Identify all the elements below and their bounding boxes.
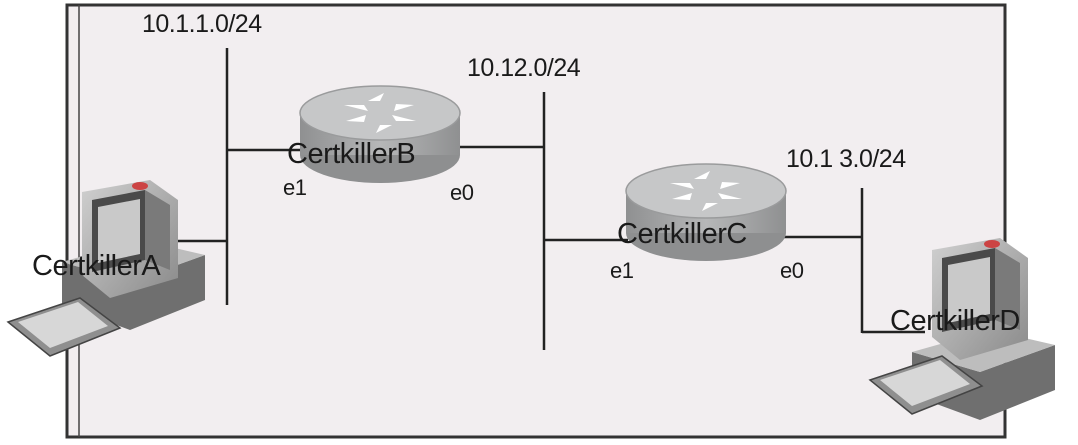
network-label-d: 10.1 3.0/24 — [786, 145, 906, 173]
port-label-b-e0: e0 — [450, 180, 474, 205]
device-label-router-c: CertkillerC — [617, 218, 747, 250]
device-label-host-a: CertkillerA — [32, 250, 161, 282]
port-label-c-e0: e0 — [780, 258, 804, 283]
router-b-icon — [299, 85, 461, 183]
host-d-icon — [868, 238, 1055, 420]
device-label-host-d: CertkillerD — [890, 305, 1020, 337]
network-label-a: 10.1.1.0/24 — [142, 10, 262, 38]
router-c-icon — [625, 163, 787, 261]
device-label-router-b: CertkillerB — [287, 138, 416, 170]
diagram-background — [65, 3, 1007, 439]
network-label-bc: 10.12.0/24 — [467, 54, 581, 82]
port-label-c-e1: e1 — [610, 258, 634, 283]
port-label-b-e1: e1 — [283, 175, 307, 200]
host-a-icon — [6, 180, 205, 357]
